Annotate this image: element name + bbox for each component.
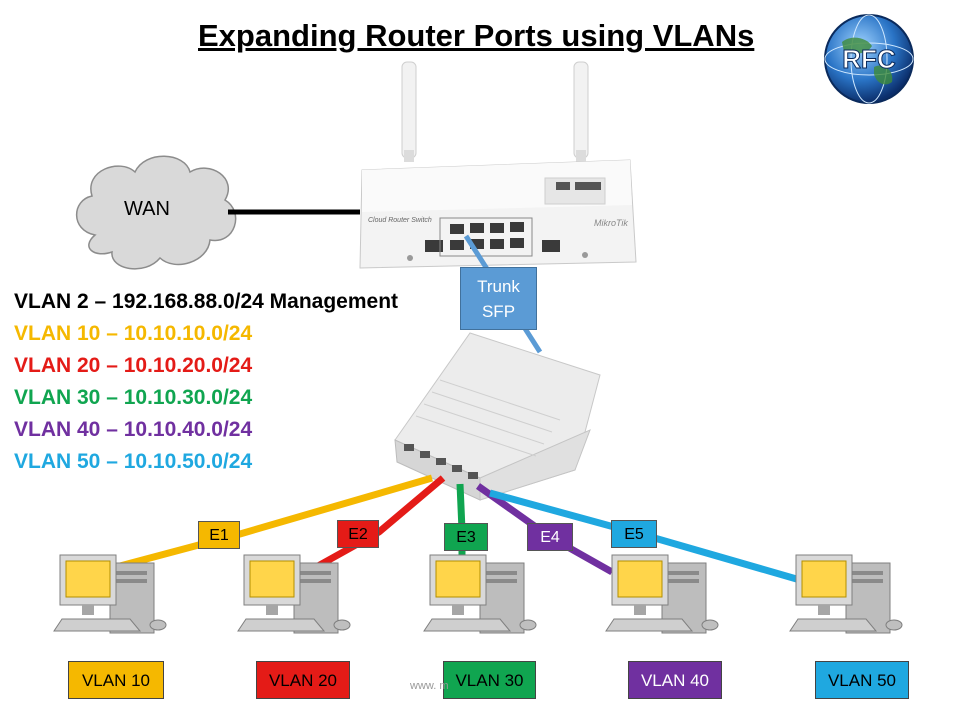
host-label-vlan30: VLAN 30 [443, 661, 536, 699]
watermark-text: www. m [410, 680, 449, 692]
computer-icon [423, 554, 537, 634]
page-title: Expanding Router Ports using VLANs [198, 18, 755, 53]
host-label-vlan20: VLAN 20 [256, 661, 350, 699]
port-label-e1: E1 [198, 521, 240, 549]
antenna-right [573, 61, 589, 162]
port-cable-e1 [119, 474, 433, 570]
vlan-list-item: VLAN 10 – 10.10.10.0/24 [14, 322, 253, 345]
computer-icon [789, 554, 903, 634]
wan-cloud-icon [76, 155, 237, 270]
computers [53, 554, 903, 634]
vlan-list-item: VLAN 40 – 10.10.40.0/24 [14, 418, 253, 441]
vlan-list-item: VLAN 20 – 10.10.20.0/24 [14, 354, 253, 377]
vlan-list-item: VLAN 50 – 10.10.50.0/24 [14, 450, 253, 473]
trunk-line2: SFP [481, 302, 516, 321]
port-label-e2: E2 [337, 520, 379, 548]
port-label-e3: E3 [444, 523, 488, 551]
router-brand-text: MikroTik [594, 218, 628, 228]
port-label-e4: E4 [527, 523, 573, 551]
vlan-list-item: VLAN 30 – 10.10.30.0/24 [14, 386, 253, 409]
host-label-vlan40: VLAN 40 [628, 661, 722, 699]
wan-label: WAN [124, 198, 170, 220]
port-label-e5: E5 [611, 520, 657, 548]
globe-logo-icon: RFC [824, 14, 914, 104]
antenna-left [401, 61, 417, 162]
cloud-router-switch: Cloud Router Switch MikroTik [359, 159, 637, 269]
switch-device [394, 332, 601, 501]
computer-icon [605, 554, 719, 634]
vlan-list-item: VLAN 2 – 192.168.88.0/24 Management [14, 290, 399, 313]
port-cable-e5 [489, 489, 801, 584]
computer-icon [237, 554, 351, 634]
port-cable-e2 [316, 475, 446, 570]
vlan-list: VLAN 2 – 192.168.88.0/24 Management VLAN… [14, 286, 398, 478]
trunk-line1: Trunk [477, 277, 520, 296]
logo-text: RFC [842, 44, 896, 74]
computer-icon [53, 554, 167, 634]
host-label-vlan50: VLAN 50 [815, 661, 909, 699]
host-label-vlan10: VLAN 10 [68, 661, 164, 699]
trunk-sfp-label: Trunk SFP [460, 267, 537, 330]
router-model-text: Cloud Router Switch [368, 217, 432, 224]
